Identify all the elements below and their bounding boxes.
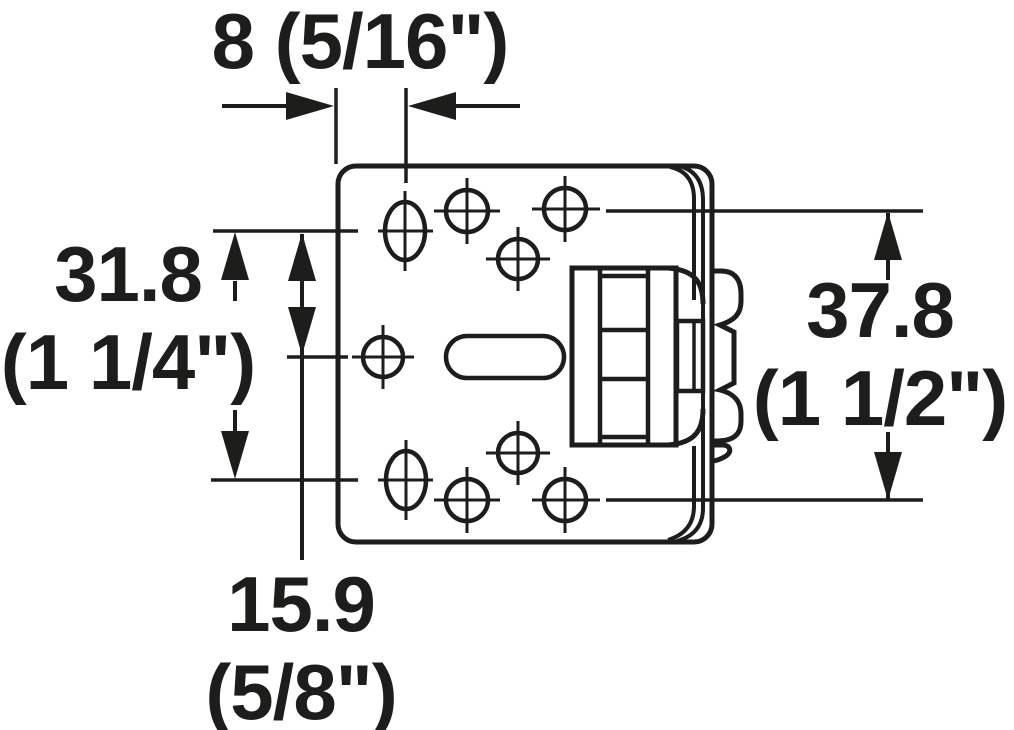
knuckle-foot [709,442,733,464]
dimension-value-mm: 37.8 [806,266,955,354]
dimension-31-8mm [221,232,249,479]
screw-hole [486,421,550,485]
arrow-up-icon [221,232,249,280]
screw-holes [352,176,600,533]
screw-hole [486,227,550,291]
dimension-label-left: 31.8 (1 1/4") [0,230,256,406]
screw-hole [434,178,500,244]
oblong-screw-hole [378,191,433,271]
arrow-up-icon [288,233,316,281]
hinge-arm-tab [667,265,706,448]
dimension-15-9mm [288,233,316,560]
dimension-value-inch: (1 1/4") [0,318,256,406]
hinge-arm-segments [597,268,651,445]
screw-hole [434,467,500,533]
extension-lines [211,88,923,502]
screw-hole [352,325,414,389]
arrow-right-icon [286,92,334,120]
hinge-arm-body [569,265,706,448]
arrow-down-icon [288,307,316,355]
hinge-knuckle-profile [709,268,744,464]
dimension-label-top: 8 (5/16") [211,0,510,85]
screw-hole [532,176,600,242]
fold-line-upper-inner [669,165,696,300]
dimension-label-right: 37.8 (1 1/2") [752,266,1008,442]
dimension-value-mm-inch: 8 (5/16") [211,0,510,85]
dimension-value-mm: 31.8 [54,230,203,318]
dimension-value-inch: (5/8") [205,648,397,730]
arrow-down-icon [874,452,902,500]
adjustment-slot [443,333,567,381]
dimension-37-8mm [874,212,902,500]
arrow-up-icon [874,212,902,260]
dimension-8mm [222,92,520,120]
screw-hole [532,467,600,533]
dimension-label-bottom: 15.9 (5/8") [205,560,397,730]
hinge-arm-outline [569,265,679,448]
fold-line-lower-inner [667,446,696,542]
arrow-left-icon [408,92,456,120]
dimension-value-inch: (1 1/2") [752,354,1008,442]
tab-slot [674,318,706,394]
knuckle-bumps [709,268,744,444]
dimension-value-mm: 15.9 [227,560,376,648]
oblong-screw-hole [378,440,433,520]
arrow-down-icon [221,431,249,479]
